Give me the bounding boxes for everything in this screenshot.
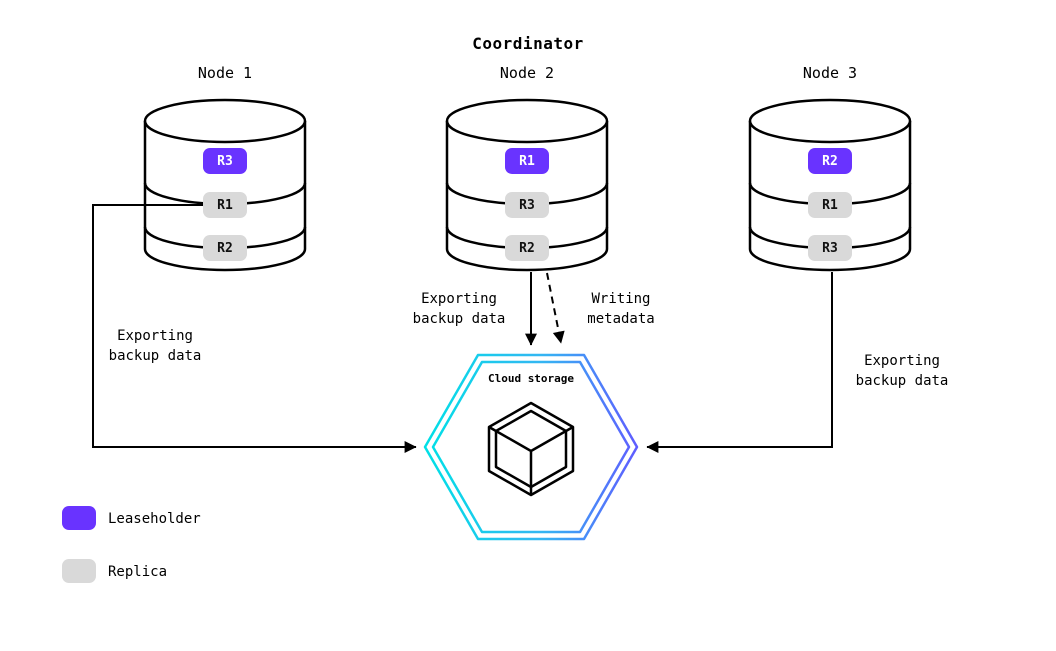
node3-replica-badge: R1 — [808, 192, 852, 218]
node3-replica-badge-leaseholder: R2 — [808, 148, 852, 174]
arrow-node3-to-cloud — [646, 272, 833, 453]
legend-leaseholder-label: Leaseholder — [108, 511, 201, 527]
node2-replica-badge: R2 — [505, 235, 549, 261]
node1-replica-badge: R2 — [203, 235, 247, 261]
node-1-label: Node 1 — [197, 64, 253, 82]
node2-replica-badge-leaseholder: R1 — [505, 148, 549, 174]
node-2-label: Node 2 — [499, 64, 555, 82]
legend-replica-label: Replica — [108, 564, 168, 580]
cloud-storage-label: Cloud storage — [487, 372, 575, 385]
edge-label-node2-metadata: Writing metadata — [587, 291, 655, 327]
cube-icon — [487, 401, 575, 497]
legend-replica-swatch — [62, 559, 96, 583]
node1-replica-badge: R1 — [203, 192, 247, 218]
node3-replica-badge: R3 — [808, 235, 852, 261]
cloud-storage-hexagon — [423, 353, 639, 541]
edge-label-node1-export: Exporting backup data — [108, 328, 202, 364]
edge-label-node3-export: Exporting backup data — [855, 353, 949, 389]
node2-replica-badge: R3 — [505, 192, 549, 218]
node1-replica-badge-leaseholder: R3 — [203, 148, 247, 174]
arrow-node1-to-cloud — [92, 204, 417, 453]
node-3-label: Node 3 — [802, 64, 858, 82]
legend-leaseholder-swatch — [62, 506, 96, 530]
edge-label-node2-export: Exporting backup data — [412, 291, 506, 327]
coordinator-title: Coordinator — [472, 34, 584, 53]
